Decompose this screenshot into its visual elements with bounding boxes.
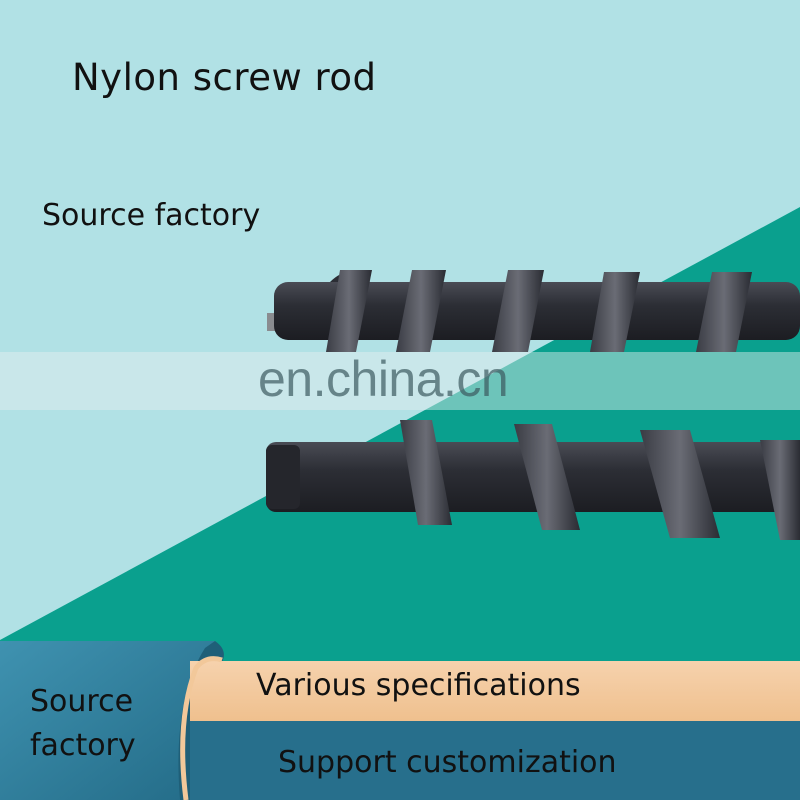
top-screw-image	[267, 270, 800, 352]
watermark-band	[0, 352, 800, 410]
feature-customization: Support customization	[278, 745, 617, 780]
banner-label-line2: factory	[30, 728, 136, 763]
bottom-banner	[0, 641, 800, 800]
page-title: Nylon screw rod	[72, 56, 377, 99]
bottom-screw-image	[266, 420, 800, 540]
banner-source-factory: Source factory	[30, 680, 136, 768]
feature-specifications: Various specifications	[256, 668, 581, 703]
watermark: en.china.cn	[258, 351, 509, 407]
subtitle: Source factory	[42, 198, 261, 233]
banner-label-line1: Source	[30, 684, 134, 719]
